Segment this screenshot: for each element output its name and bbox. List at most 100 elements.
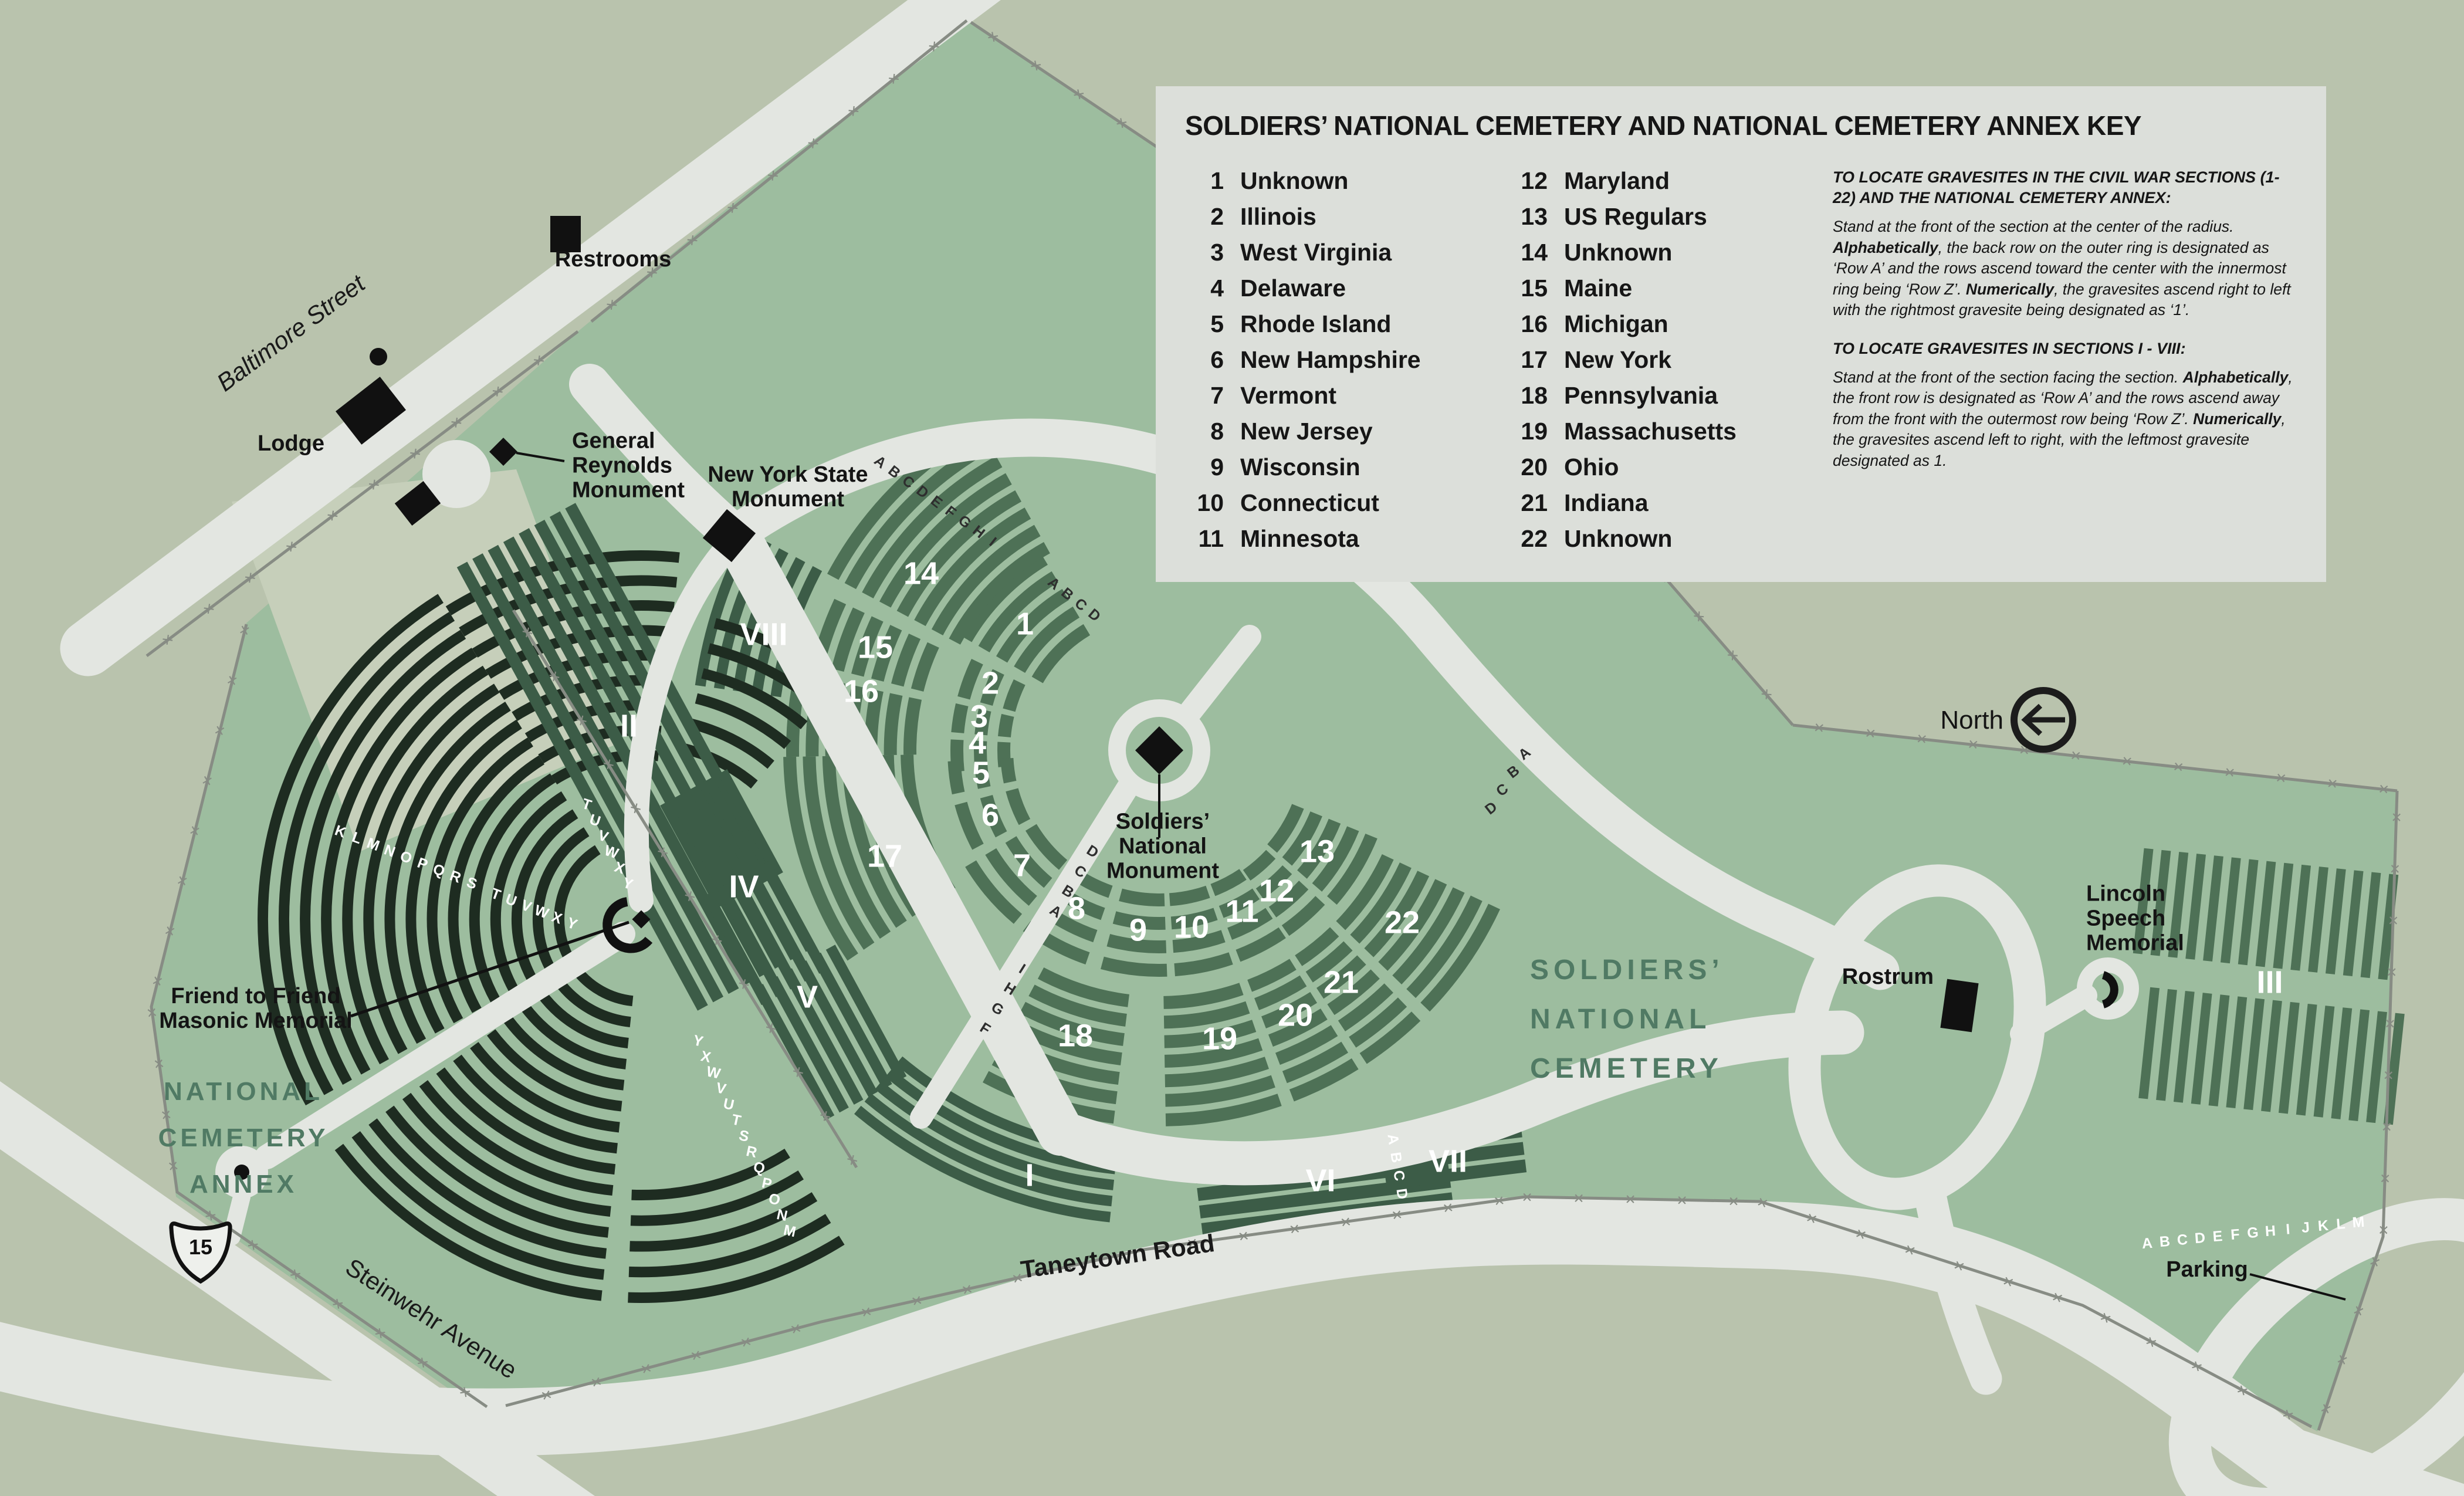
section-label-21: 21	[1323, 964, 1359, 1000]
row-letter: L	[350, 828, 364, 848]
row-letter: A	[871, 452, 890, 472]
svg-text:×: ×	[149, 1057, 170, 1070]
svg-text:×: ×	[2223, 763, 2236, 783]
key-entry-number: 9	[1210, 453, 1224, 480]
friend-to-friend-leader-line	[350, 920, 629, 1018]
row-letter: C	[899, 472, 918, 492]
section-label-14: 14	[903, 556, 939, 591]
key-entry-number: 6	[1210, 346, 1224, 373]
instruction-heading: TO LOCATE GRAVESITES IN SECTIONS I - VII…	[1833, 339, 2186, 357]
key-entry-name: Unknown	[1240, 167, 1349, 194]
section-label-VI: VI	[1305, 1163, 1336, 1199]
key-entry-number: 8	[1210, 418, 1224, 445]
poi-label-lodge: Lodge	[258, 431, 324, 456]
svg-text:×: ×	[1288, 1219, 1301, 1239]
key-entry-name: Michigan	[1564, 310, 1668, 337]
row-letter: D	[1085, 605, 1104, 625]
poi-label-reynolds-monument: General Reynolds Monument	[572, 428, 685, 502]
parking-loop	[2168, 1198, 2464, 1496]
section-label-1: 1	[1016, 606, 1034, 642]
row-letter: R	[447, 867, 463, 886]
row-letter: O	[398, 848, 415, 868]
rostrum-loop-drive	[1788, 864, 2046, 1210]
row-letter: B	[885, 462, 904, 482]
section-label-9: 9	[1129, 912, 1148, 948]
svg-text:×: ×	[2374, 1224, 2394, 1236]
row-letter: A	[1044, 574, 1064, 594]
key-entry-name: Illinois	[1240, 203, 1316, 230]
row-letter: B	[2158, 1233, 2171, 1251]
svg-text:×: ×	[2380, 1018, 2400, 1030]
svg-text:×: ×	[2378, 1070, 2398, 1081]
row-letter: U	[503, 891, 519, 910]
ny-state-monument-marker	[702, 509, 756, 563]
section-label-11: 11	[1225, 893, 1259, 929]
lincoln-memorial-emblem	[2101, 971, 2118, 1008]
section-label-18: 18	[1057, 1018, 1094, 1054]
row-letter: I	[986, 534, 1000, 550]
row-letter: G	[955, 512, 974, 532]
friend-to-friend-emblem-diamond	[632, 910, 651, 929]
svg-text:×: ×	[2070, 746, 2082, 766]
key-entry-number: 2	[1210, 203, 1224, 230]
row-letter: Y	[620, 874, 635, 893]
key-entry-name: New Hampshire	[1240, 346, 1421, 373]
section-label-20: 20	[1277, 997, 1314, 1033]
row-letter: A	[1047, 901, 1065, 922]
key-entry-name: Unknown	[1564, 239, 1673, 266]
route-15-shield-icon	[169, 1221, 232, 1284]
key-entry-name: Unknown	[1564, 525, 1673, 552]
row-letter: V	[519, 896, 534, 916]
svg-text:×: ×	[1237, 1226, 1250, 1246]
svg-text:×: ×	[1573, 1188, 1584, 1207]
section-label-5: 5	[972, 755, 990, 791]
key-entry-number: 3	[1210, 239, 1224, 266]
row-letter: H	[2264, 1222, 2276, 1240]
section-label-22: 22	[1384, 905, 1420, 940]
street-label-steinwehr: Steinwehr Avenue	[340, 1253, 522, 1385]
key-entry-number: 4	[1210, 275, 1224, 302]
instruction-heading: TO LOCATE GRAVESITES IN THE CIVIL WAR SE…	[1833, 168, 2280, 207]
section-label-8: 8	[1067, 891, 1086, 926]
row-letter: L	[2336, 1216, 2346, 1233]
row-letter: S	[464, 874, 479, 893]
row-letter: D	[1481, 798, 1501, 818]
section-label-VIII: VIII	[740, 617, 788, 652]
key-entry-name: Maryland	[1564, 167, 1670, 194]
poi-label-friend-to-friend: Friend to Friend Masonic Memorial	[159, 984, 353, 1033]
area-label-soldiers-national-cemetery: SOLDIERS’ NATIONAL CEMETERY	[1530, 955, 1724, 1084]
section-label-III: III	[2256, 964, 2283, 1000]
row-letter: A	[1515, 744, 1534, 764]
lodge-building-main	[336, 377, 406, 445]
key-entry-number: 11	[1198, 525, 1224, 552]
section-label-19: 19	[1201, 1021, 1238, 1057]
key-entry: 6 New Hampshire	[1185, 346, 1509, 382]
row-letter: K	[332, 822, 348, 841]
svg-text:×: ×	[2375, 1173, 2395, 1184]
entrance-dot-marker	[370, 348, 387, 365]
road-steinwehr-avenue	[0, 1081, 595, 1496]
row-letter: K	[2317, 1217, 2329, 1235]
row-letter: C	[1071, 861, 1089, 882]
row-letter: E	[928, 492, 946, 512]
row-letter: C	[1492, 780, 1512, 800]
section-label-6: 6	[981, 797, 1000, 833]
row-letter: I	[1016, 960, 1028, 977]
compass-label: North	[1940, 705, 2003, 735]
poi-label-rostrum: Rostrum	[1842, 964, 1934, 990]
drive-central	[715, 515, 1084, 1156]
row-letter: T	[580, 795, 594, 814]
